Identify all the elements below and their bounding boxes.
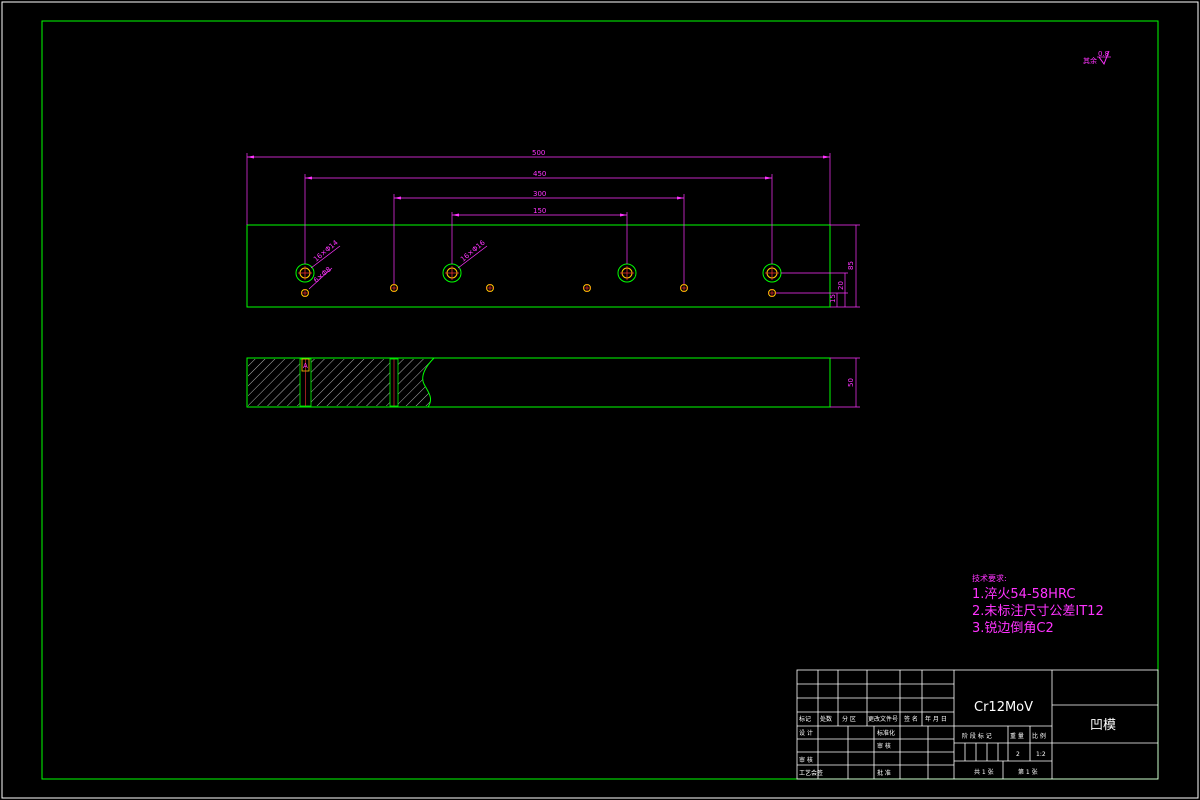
dim-length-150: 150: [533, 207, 546, 215]
tb-header-zone: 分 区: [842, 715, 856, 723]
tech-req-title: 技术要求:: [972, 573, 1007, 583]
pin-hole: [390, 284, 398, 292]
vertical-dimensions: [776, 224, 860, 308]
horizontal-dimensions: [246, 153, 831, 284]
top-view-outline: [246, 224, 831, 308]
tb-part-name: 凹模: [1090, 718, 1116, 733]
callout-counterbore-b: 16×Φ16: [459, 238, 487, 263]
tb-header-date: 年 月 日: [925, 715, 947, 723]
tb-standardization: 标准化: [877, 729, 895, 737]
pin-hole: [301, 289, 309, 297]
break-line: [422, 357, 435, 408]
tb-weight-value: 2: [1016, 751, 1020, 758]
section-hatch: [248, 359, 434, 406]
dim-length-300: 300: [533, 190, 546, 198]
tb-design: 设 计: [799, 729, 813, 737]
section-view-outline: [246, 357, 831, 408]
section-mark: A: [303, 362, 308, 370]
dim-height-20: 20: [837, 281, 845, 290]
pin-hole: [768, 289, 776, 297]
surface-finish-symbol: 其余 0.8: [1083, 50, 1111, 66]
counterbore-hole: [295, 263, 315, 283]
counterbore-hole: [617, 263, 637, 283]
dimension-arrows: [247, 155, 830, 217]
callout-pin-hole: 6×Φ8: [312, 265, 333, 284]
hole-callout-leaders: [308, 245, 488, 290]
counterbore-hole: [762, 263, 782, 283]
callout-counterbore-a: 16×Φ14: [312, 238, 340, 263]
dim-overall-length: 500: [532, 149, 545, 157]
tb-craft: 工艺会签: [799, 769, 823, 777]
tb-stage-label: 阶 段 标 记: [962, 732, 992, 740]
tb-header-signature: 签 名: [904, 715, 918, 723]
section-view: A: [246, 357, 831, 408]
surface-finish-value: 0.8: [1098, 50, 1109, 58]
dim-height-15: 15: [829, 294, 837, 303]
tb-header-count: 处数: [820, 715, 832, 723]
tb-scale-label: 比 例: [1032, 732, 1046, 740]
tb-sheets-total: 共 1 张: [974, 768, 994, 776]
drawing-frame: [41, 20, 1159, 780]
tech-req-item-3: 3.锐边倒角C2: [972, 621, 1054, 636]
tb-check: 审 核: [877, 742, 891, 750]
tb-weight-label: 重 量: [1010, 732, 1024, 740]
tb-approve: 批 准: [877, 769, 891, 777]
tech-req-item-2: 2.未标注尺寸公差IT12: [972, 604, 1104, 619]
tb-header-change-doc: 更改文件号: [868, 715, 898, 723]
pin-hole: [486, 284, 494, 292]
section-thickness-dimension: [830, 357, 860, 408]
tb-review: 审 核: [799, 756, 813, 764]
dim-thickness-50: 50: [847, 378, 855, 387]
dim-height-85: 85: [847, 261, 855, 270]
pin-hole: [680, 284, 688, 292]
counterbore-hole: [442, 263, 462, 283]
tb-scale-value: 1:2: [1036, 751, 1046, 758]
tb-material: Cr12MoV: [974, 700, 1033, 715]
tb-sheet-number: 第 1 张: [1018, 768, 1038, 776]
surface-finish-label: 其余: [1083, 56, 1097, 65]
pin-hole: [583, 284, 591, 292]
dim-length-450: 450: [533, 170, 546, 178]
tech-req-item-1: 1.淬火54-58HRC: [972, 587, 1075, 602]
technical-requirements: 技术要求: 1.淬火54-58HRC 2.未标注尺寸公差IT12 3.锐边倒角C…: [972, 573, 1104, 636]
top-view: [246, 224, 831, 308]
title-block: 标记 处数 分 区 更改文件号 签 名 年 月 日 设 计 标准化 审 核 审 …: [796, 669, 1159, 780]
tb-header-mark: 标记: [799, 715, 811, 723]
